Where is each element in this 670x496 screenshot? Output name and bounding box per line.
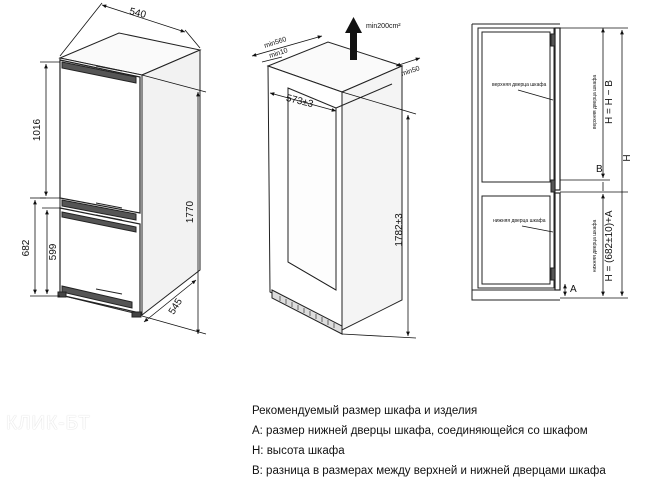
fridge-dimension-labels: 540 1016 682 599 1770 545 [21,6,196,316]
fridge-side-body [477,27,555,289]
front-foot [57,291,67,298]
vertical-note-top: верхняя дверца шкафа [592,75,598,129]
side-view-drawing [471,23,561,301]
bottom-hinge-rail [61,285,133,309]
cabinet-right-face [341,65,403,331]
cabinet-dimensions [251,35,421,339]
fridge-drawing [57,32,202,318]
lower-cabinet-door [554,192,561,291]
caption-title: Рекомендуемый размер шкафа и изделия [252,405,478,417]
rear-foot [131,311,142,318]
formula-bottom: H = (682±10)+A [604,210,615,281]
fridge-dimensions [30,2,207,335]
caption-b: B: разница в размерах между верхней и ни… [252,465,606,477]
legend-captions: Рекомендуемый размер шкафа и изделия A: … [252,401,606,481]
top-door-height-label: 1016 [32,118,43,141]
fridge-side-upper [481,31,551,183]
upper-hinge-rail [61,61,137,84]
fridge-upper-door [59,59,141,214]
middle-hinge-rail [61,199,137,221]
watermark: КЛИК-БТ [6,413,91,434]
label-a: A [570,284,577,295]
vent-arrow [345,17,362,60]
cabinet-side-wall [471,24,560,301]
fridge-side-face [141,49,201,317]
cabinet-opening [287,87,337,291]
caption-a: A: размер нижней дверцы шкафа, соединяющ… [252,425,588,437]
formula-top: H = H − B [604,80,615,124]
vertical-note-bottom: нижняя дверца шкафа [592,220,598,273]
lower-hinge-rail [61,211,137,233]
caption-h: H: высота шкафа [252,445,345,457]
top-door-label: верхняя дверца шкафа [492,82,546,88]
fridge-width-label: 540 [128,6,147,21]
cabinet-drawing [266,41,404,335]
fridge-depth-label: 545 [167,296,185,316]
side-gap-label: min50 [400,65,420,78]
bottom-section-height-label: 682 [21,239,32,256]
vent-slots [279,296,335,328]
total-height-label: 1770 [185,200,196,223]
bottom-door-height-label: 599 [48,243,59,260]
label-h: H [622,154,633,161]
side-view-labels: верхняя дверца шкафа нижняя дверца шкафа… [492,75,633,295]
cabinet-height-label: 1782±3 [394,213,405,247]
vent-area-label: min200cm² [366,23,401,30]
label-b: B [596,164,603,175]
bottom-door-label: нижняя дверца шкафа [493,218,546,224]
fridge-side-lower [481,195,551,285]
side-view-dimensions [517,27,628,299]
upper-cabinet-door [554,27,561,191]
